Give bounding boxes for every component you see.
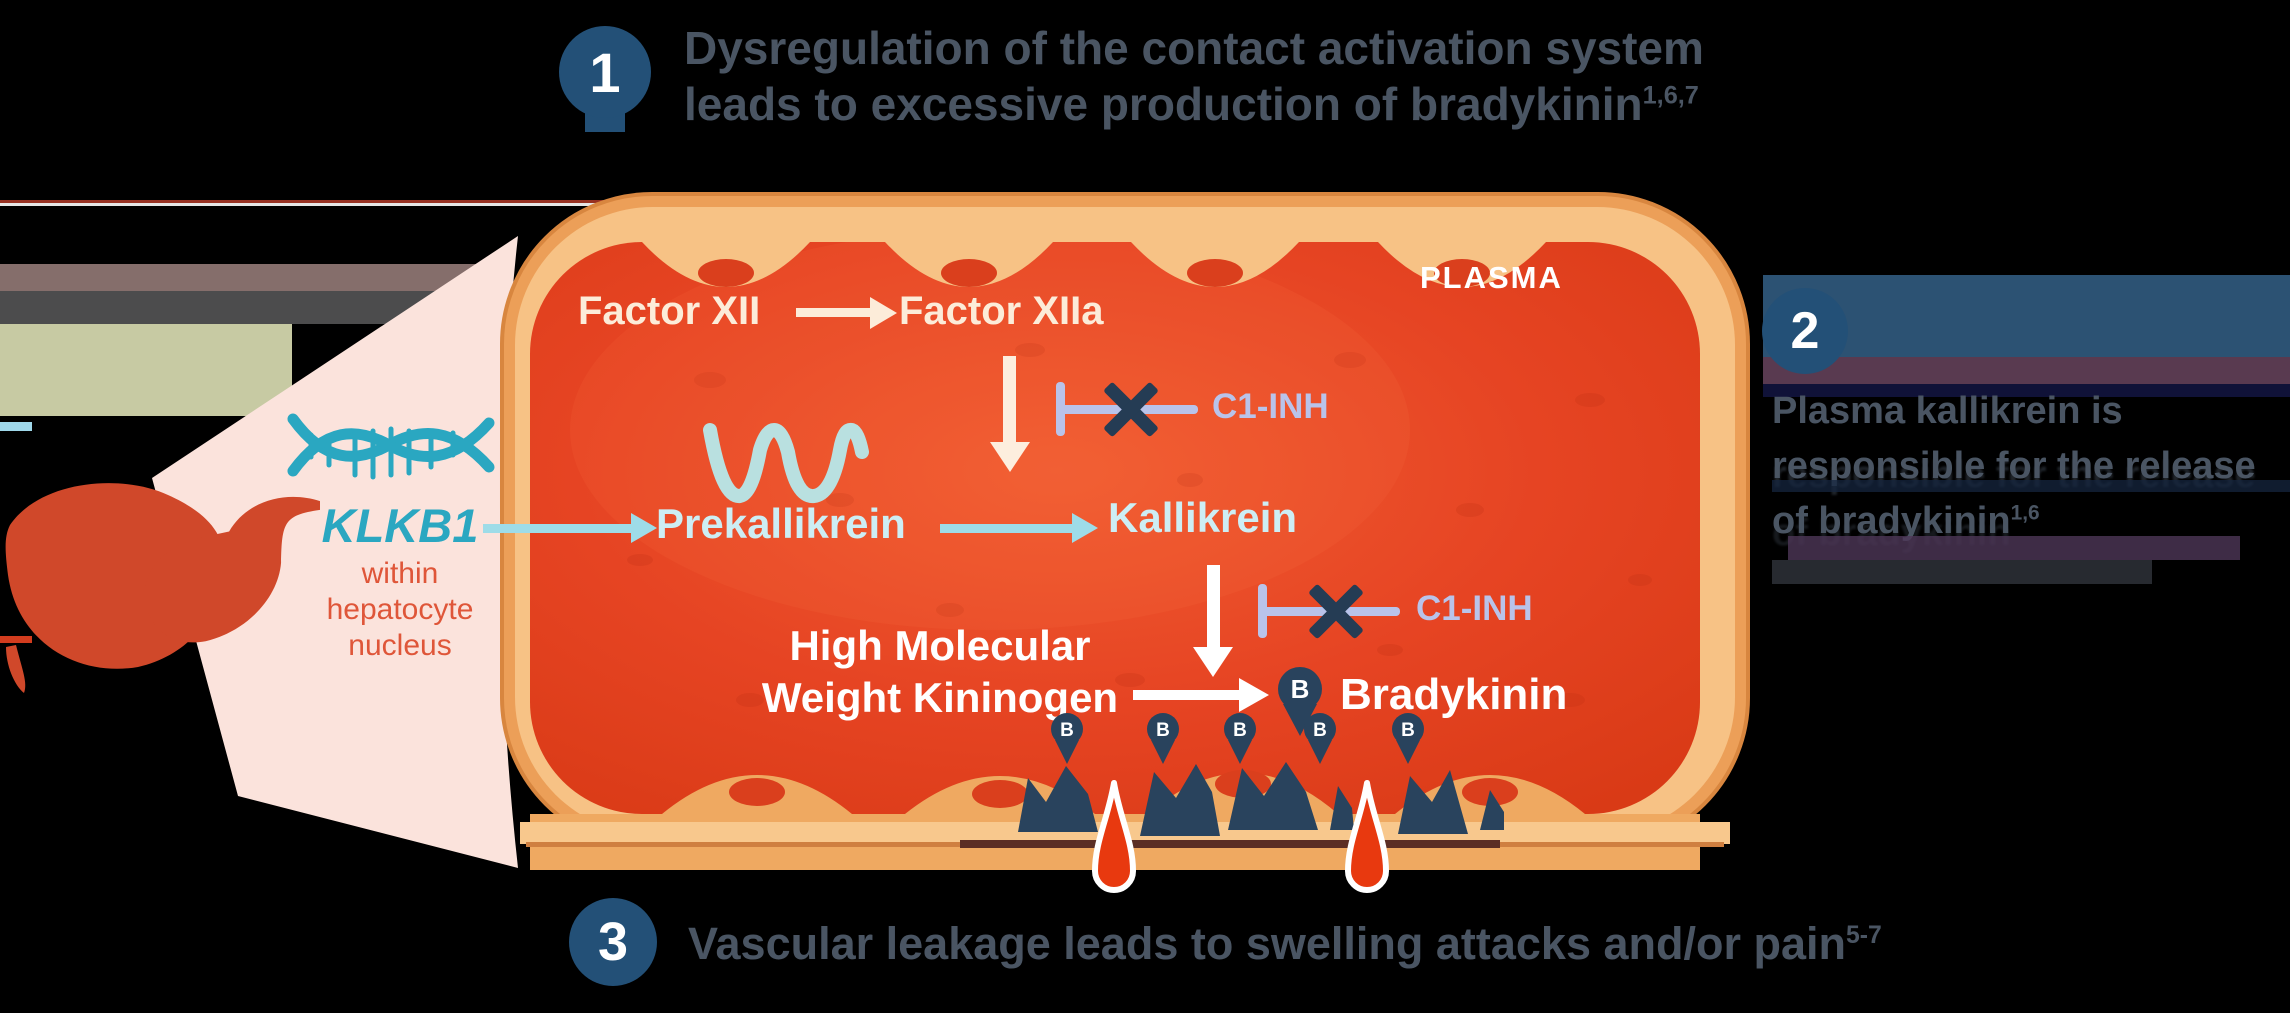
vessel-top-scallops: [642, 242, 1546, 287]
svg-text:B: B: [1233, 720, 1247, 741]
liver-icon: [5, 483, 320, 693]
bradykinin-pin-icon: B: [1224, 713, 1256, 764]
bradykinin-pin-icon: B: [1147, 713, 1179, 764]
caption-line1: within: [361, 557, 439, 590]
liver-caption: within hepatocyte nucleus: [250, 556, 550, 664]
step1-line1: Dysregulation of the contact activation …: [684, 22, 1704, 74]
bradykinin-pin-icon: B: [1051, 713, 1083, 764]
leak-droplet-icon: [1345, 780, 1389, 893]
glitch-chip-red: [0, 636, 32, 643]
step2-number: 2: [1790, 302, 1820, 360]
caption-line3: nucleus: [348, 629, 452, 662]
receptor-fragments-icon: [1018, 762, 1504, 836]
svg-text:B: B: [1060, 720, 1074, 741]
glitch-band-blue: [1763, 275, 2290, 357]
glitch-stripe-pink: [0, 264, 478, 291]
glitch-chip-blue: [0, 422, 32, 431]
step2-line1: Plasma kallikrein is: [1772, 390, 2123, 432]
hepatocyte-funnel: [152, 236, 518, 868]
kallikrein-label: Kallikrein: [1108, 494, 1298, 541]
svg-text:B: B: [1156, 720, 1170, 741]
bradykinin-label: Bradykinin: [1340, 670, 1568, 719]
step2-refs: 1,6: [2010, 501, 2040, 525]
gene-label: KLKB1: [321, 499, 479, 552]
plasma-label: PLASMA: [1420, 260, 1563, 295]
glitch-stripe-dark: [1772, 480, 2290, 492]
leak-droplet-icon: [1092, 780, 1136, 893]
glitch-block-purple: [1788, 536, 2240, 560]
factor-xiia-label: Factor XIIa: [899, 289, 1104, 333]
step1-refs: 1,6,7: [1642, 81, 1699, 110]
step3-refs: 5-7: [1845, 922, 1882, 949]
glitch-band-maroon: [1763, 357, 2290, 384]
svg-text:B: B: [1291, 674, 1310, 704]
caption-line2: hepatocyte: [326, 593, 474, 626]
svg-text:B: B: [1313, 720, 1327, 741]
c1-inh-label-1: C1-INH: [1212, 387, 1329, 426]
protein-squiggle-icon: [703, 422, 869, 503]
step1-number: 1: [589, 40, 621, 104]
hmwk-label: High Molecular Weight Kininogen: [742, 620, 1138, 724]
c1-inh-block-1: C1-INH: [1056, 381, 1356, 442]
step1-line2: leads to excessive production of bradyki…: [684, 78, 1699, 130]
step3-number: 3: [597, 912, 629, 972]
c1-inh-label-2: C1-INH: [1416, 589, 1533, 628]
bradykinin-pin-icon: B: [1278, 667, 1322, 736]
plasma-texture: [570, 242, 1652, 707]
blood-vessel: [500, 192, 1750, 870]
bradykinin-pin-icon: B: [1304, 713, 1336, 764]
glitch-stripe-white: [0, 203, 1095, 206]
prekallikrein-label: Prekallikrein: [656, 500, 906, 547]
step3-heading: Vascular leakage leads to swelling attac…: [688, 918, 1882, 969]
step1-heading: Dysregulation of the contact activation …: [684, 20, 1704, 132]
bradykinin-pin-icon: B: [1392, 713, 1424, 764]
step2-heading: Plasma kallikrein is responsible for the…: [1772, 390, 2290, 555]
step1-badge: 1: [559, 26, 651, 118]
factor-xii-label: Factor XII: [578, 289, 761, 333]
glitch-block-olive: [0, 324, 292, 416]
step2-badge: 2: [1762, 288, 1848, 374]
glitch-block-gray: [1772, 560, 2152, 584]
c1-inh-block-2: C1-INH: [1258, 583, 1578, 644]
step3-badge: 3: [569, 898, 657, 986]
hmwk-line1: High Molecular: [789, 622, 1091, 669]
glitch-band-navy: [1763, 384, 2290, 397]
hmwk-line2: Weight Kininogen: [761, 674, 1119, 721]
svg-text:B: B: [1401, 720, 1415, 741]
dna-helix-icon: [287, 413, 495, 480]
glitch-stripe-red: [0, 200, 1095, 203]
step2-line3: of bradykinin1,6: [1772, 500, 2040, 542]
